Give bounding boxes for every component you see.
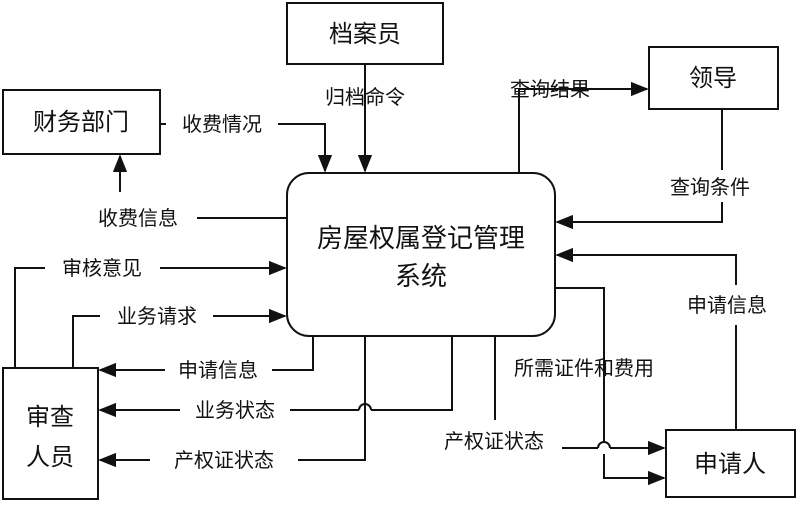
app-info-in-arrow: [555, 247, 737, 285]
applicant-label: 申请人: [694, 450, 766, 478]
review-opinion-label: 审核意见: [62, 256, 142, 280]
fee-status-arrow: [278, 123, 333, 173]
applicant-box: 申请人: [665, 429, 796, 498]
business-request-line-left: [72, 315, 100, 368]
archivist-label: 档案员: [329, 20, 401, 48]
review-opinion-line-left: [14, 267, 45, 368]
finance-box: 财务部门: [2, 89, 161, 155]
business-request-label: 业务请求: [117, 304, 197, 328]
reviewer-label-line1: 审查: [26, 403, 74, 431]
system-process: 房屋权属登记管理 系统: [286, 172, 556, 337]
cert-status-reviewer-label: 产权证状态: [174, 448, 274, 472]
fee-info-label: 收费信息: [98, 206, 178, 230]
app-info-out-line: [272, 336, 314, 371]
reviewer-label-line2: 人员: [26, 443, 74, 471]
finance-label: 财务部门: [33, 108, 129, 136]
business-status-line-right: [371, 336, 453, 411]
system-title-line1: 房屋权属登记管理: [317, 224, 525, 254]
query-result-label: 查询结果: [510, 77, 590, 101]
cert-status-reviewer-line: [298, 336, 366, 461]
docs-fees-line: [555, 287, 605, 442]
app-info-out-label: 申请信息: [178, 358, 258, 382]
query-condition-arrow: [555, 202, 723, 230]
archivist-box: 档案员: [286, 2, 444, 65]
fee-status-label: 收费情况: [182, 112, 262, 136]
reviewer-box: 审查 人员: [2, 367, 99, 500]
leader-box: 领导: [648, 46, 779, 110]
archive-command-label: 归档命令: [325, 85, 405, 109]
cert-status-applicant-label: 产权证状态: [444, 429, 544, 453]
docs-fees-label: 所需证件和费用: [514, 356, 654, 380]
docs-fees-arrow: [603, 454, 666, 486]
line-hop-1: [358, 403, 372, 411]
query-condition-label: 查询条件: [670, 175, 750, 199]
line-hop-2: [597, 441, 611, 449]
app-info-in-label: 申请信息: [687, 293, 767, 317]
leader-label: 领导: [689, 64, 737, 92]
query-result-line: [518, 88, 605, 173]
business-status-label: 业务状态: [195, 398, 275, 422]
system-title-line2: 系统: [395, 262, 447, 292]
